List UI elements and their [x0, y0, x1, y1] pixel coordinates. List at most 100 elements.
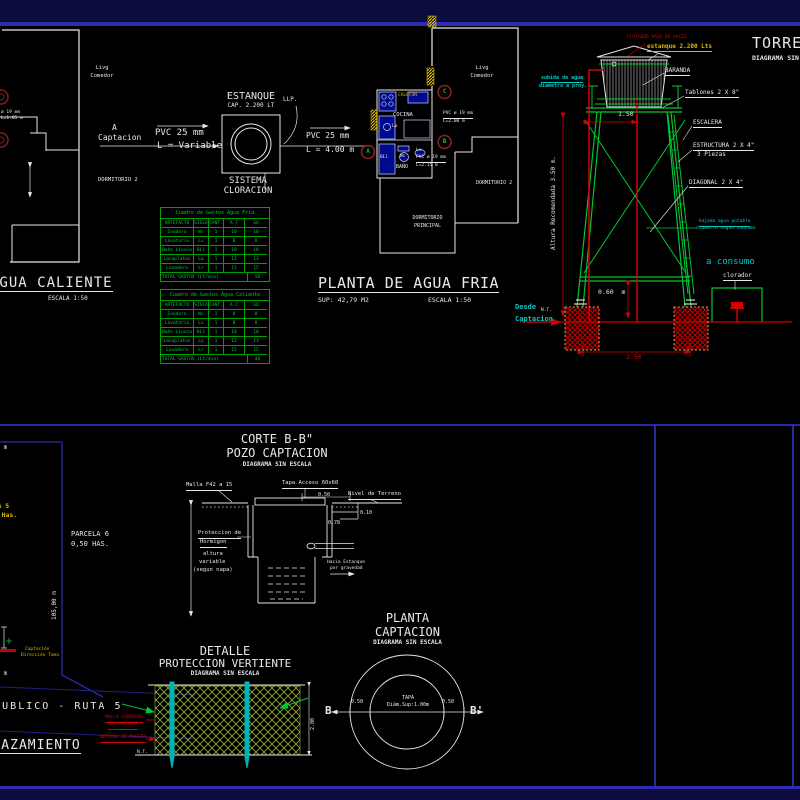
detalle-vertiente-drawing	[121, 681, 312, 769]
fx-bll-label: BLl	[380, 155, 389, 160]
sheet-border-right-outer	[792, 424, 794, 788]
detalle-subtitle: DIAGRAMA SIN ESCALA	[190, 670, 260, 677]
fx-lv-label: Lv	[416, 148, 422, 153]
nt-label-detalle: N.T.	[137, 750, 148, 755]
room-label-dormitorio2: DORMITORIO 2	[98, 177, 138, 183]
scale-agua-fria: ESCALA 1:50	[428, 296, 472, 304]
pipe-label-len: L=1.85 m	[1, 116, 23, 121]
title-planta-agua-fria: PLANTA DE AGUA FRIA	[318, 274, 500, 293]
baranda-label: BARANDA	[665, 67, 691, 76]
ruta-label: CAMINO PUBLICO - RUTA 5	[0, 701, 123, 712]
emplaz-dim-side: 105,00 m	[51, 591, 58, 620]
plan-agua-fria-walls	[370, 15, 519, 254]
malla-cuadrada-label-2: GALVANIZADA	[108, 722, 138, 730]
af-pipe2-label-1: PVC ø 19 mm	[416, 155, 446, 163]
top-blue-line	[0, 22, 800, 26]
torre-tank	[596, 45, 672, 108]
flotador-label: FLOTADOR VASO DE VACIO	[627, 35, 687, 40]
corte-title-1: CORTE B-B"	[240, 432, 314, 446]
dim-150: 1.50	[618, 110, 634, 118]
planta-cap-title-1: PLANTA	[385, 611, 430, 625]
sistema-label-1: SISTEMA	[229, 176, 267, 186]
corte-dim-010: 0.10	[360, 510, 373, 516]
torre-structure	[576, 63, 763, 322]
title-agua-caliente: AGUA CALIENTE	[0, 276, 113, 292]
detalle-dim-200: 2.00	[310, 717, 316, 730]
table-title: Cuadro de Gastos Agua Caliente	[161, 290, 269, 301]
planta-cap-title-2: CAPTACION	[374, 625, 441, 639]
estanque-drawing	[100, 105, 372, 190]
node-a-label: A	[366, 148, 370, 155]
estanque-lts-label: estanque 2.200 Lts	[647, 43, 713, 52]
tapa-label-1: TAPA	[401, 695, 415, 701]
planta-cap-subtitle: DIAGRAMA SIN ESCALA	[373, 639, 442, 646]
bajada-label-2: diametro según consumo	[696, 226, 756, 231]
pvc-left-label-1: PVC 25 mm	[155, 128, 204, 138]
desde-label-1: Desde	[515, 303, 537, 311]
scale-agua-caliente: ESCALA 1:50	[48, 295, 88, 302]
diagonal-label: DIAGONAL 2 X 4"	[689, 179, 744, 188]
af-room-dormitorio2: DORMITORIO 2	[476, 180, 513, 186]
estanque-capacity: CAP. 2.200 LT	[227, 102, 275, 109]
torre-subtitle: DIAGRAMA SIN ESCALA	[752, 54, 799, 62]
malla-cuadrada-label-1: MALLA CUADRADA	[105, 715, 143, 723]
torre-foundations	[564, 299, 709, 351]
top-navy-band	[0, 0, 800, 22]
plan-fixtures	[378, 91, 431, 175]
a-captacion-2: Captacion	[98, 133, 142, 142]
parcela5-label-1: PARCELA 5	[0, 502, 10, 510]
corte-dim-078: 0.78	[328, 520, 341, 526]
table-title: Cuadro de Gastos Agua Fria	[161, 208, 269, 219]
parcela5-label-2: 0,50 Has.	[1, 511, 18, 519]
desde-label-2: Captacion	[515, 315, 553, 323]
af-room-dormp-2: PRINCIPAL	[413, 223, 442, 229]
planta-captacion-drawing	[331, 654, 484, 770]
hacia-estanque-label-1: Hacia Estanque	[327, 560, 365, 565]
table-total-row: TOTAL GASTOS (Lt/min)46	[161, 355, 269, 363]
altura-recomendada-label: Altura Recomendada 3.50 m.	[550, 156, 557, 250]
corte-subtitle: DIAGRAMA SIN ESCALA	[242, 461, 312, 468]
subida-label-2: diametro a proy.	[539, 83, 588, 89]
parcela6-label-1: PARCELA 6	[71, 530, 109, 538]
clorador-label: clorador	[723, 272, 752, 281]
pc-dim-050-right: 0.50	[442, 699, 455, 705]
llp-label: LLP.	[283, 96, 298, 103]
tapa-label-2: Diám.Sup:1.00m	[386, 702, 430, 708]
bottom-navy-band	[0, 789, 800, 800]
dim-060: 0.60 m	[598, 288, 626, 296]
af-room-dormp-1: DORMITORIO	[412, 215, 443, 221]
estructura-label-1: ESTRUCTURA 2 X 4"	[693, 142, 755, 151]
af-room-living-2: Comedor	[470, 73, 494, 79]
tapa-acceso-label: Tapa Acceso 60x60	[282, 480, 339, 489]
emplazamiento-title: EMPLAZAMIENTO	[0, 739, 81, 754]
room-label-living-1: Livg	[95, 65, 109, 71]
subida-label-1: subida de agua	[541, 75, 584, 83]
hacia-estanque-label-2: por gravedad	[330, 566, 363, 571]
torre-leader-lines	[642, 53, 736, 290]
detalle-title-1: DETALLE	[199, 644, 251, 658]
dim-250: 2.50	[626, 353, 642, 361]
corte-dim-050: 0.50	[318, 492, 331, 498]
calefon-label: CALEFON	[398, 93, 417, 98]
nt-label-torre: N.T.	[541, 308, 552, 313]
pipe-label-dia: ø 19 mm	[1, 110, 20, 115]
escalera-label: ESCALERA	[693, 119, 722, 128]
malla-label: Malla F42 a 15	[186, 482, 233, 491]
pc-dim-050-left: 0.50	[351, 699, 364, 705]
sistema-label-2: CLORACION	[223, 186, 273, 196]
sheet-divider-line	[0, 424, 800, 426]
sheet-border-right-inner	[654, 424, 656, 788]
node-c-label: C	[442, 88, 447, 95]
altura-var-label-1: altura	[203, 551, 223, 557]
pvc-right-label-1: PVC 25 mm	[306, 131, 350, 140]
